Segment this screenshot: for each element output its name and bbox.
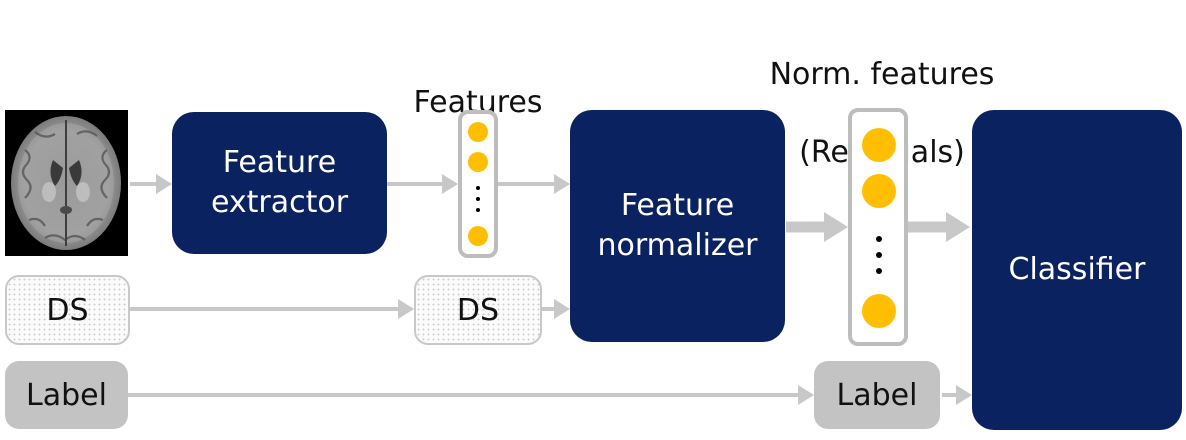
norm-feature-dot	[862, 128, 896, 162]
feature-dot	[468, 152, 488, 172]
ellipsis-dot	[476, 208, 480, 212]
label-mid-box: Label	[814, 361, 940, 429]
feature-extractor-block: Feature extractor	[172, 112, 387, 254]
label-input-box: Label	[5, 361, 128, 429]
classifier-block: Classifier	[972, 110, 1182, 430]
label-input-text: Label	[26, 377, 107, 413]
brain-mri-icon	[11, 116, 121, 250]
feature-dot	[468, 122, 488, 142]
feature-normalizer-label: Feature normalizer	[597, 187, 758, 264]
ellipsis-dot	[876, 268, 882, 274]
norm-feature-dot	[862, 294, 896, 328]
ds-mid-box: DS	[414, 275, 542, 345]
ellipsis-dot	[876, 252, 882, 258]
features-vector	[458, 110, 498, 258]
brain-mri-image	[5, 110, 128, 256]
feature-dot	[468, 226, 488, 246]
feature-normalizer-block: Feature normalizer	[570, 110, 785, 342]
ds-mid-label: DS	[456, 292, 500, 328]
norm-feature-dot	[862, 174, 896, 208]
norm-features-caption-line1: Norm. features	[769, 57, 995, 92]
label-mid-text: Label	[836, 377, 918, 413]
ds-input-box: DS	[5, 275, 130, 345]
ds-input-label: DS	[46, 292, 89, 328]
norm-features-vector	[848, 108, 908, 346]
ellipsis-dot	[476, 186, 480, 190]
ellipsis-dot	[876, 236, 882, 242]
feature-extractor-label: Feature extractor	[210, 144, 349, 221]
ellipsis-dot	[476, 197, 480, 201]
classifier-label: Classifier	[1008, 251, 1146, 287]
